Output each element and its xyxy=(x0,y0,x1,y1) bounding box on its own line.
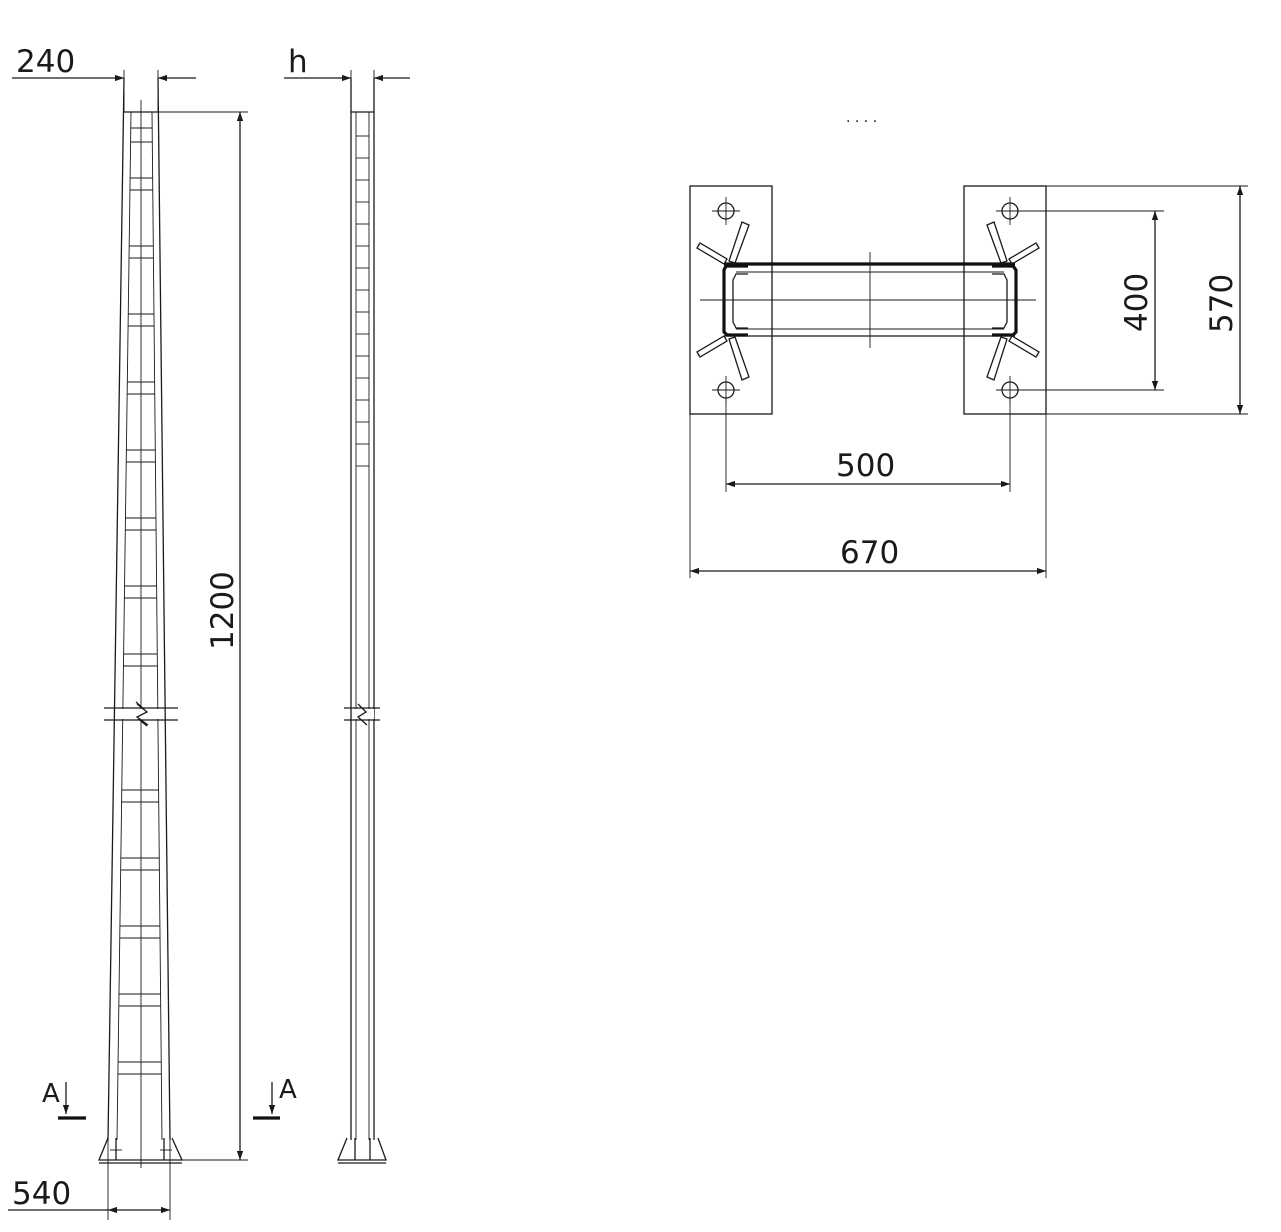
plan-bolt-holes xyxy=(712,197,1024,404)
dim-profile-depth: h xyxy=(284,44,410,112)
dim-bolt-spacing-x: 500 xyxy=(725,398,1011,492)
dim-top-width: 240 xyxy=(12,44,196,112)
dim-height-label: 1200 xyxy=(205,571,241,650)
dim-height: 1200 xyxy=(158,111,248,1161)
front-base-plate xyxy=(98,1137,184,1164)
dim-overall-width-label: 670 xyxy=(840,535,899,571)
dim-plate-height-label: 570 xyxy=(1204,274,1240,333)
plan-view: . . . . xyxy=(689,110,1248,578)
side-view: h xyxy=(284,44,410,1164)
dim-profile-depth-label: h xyxy=(288,44,308,80)
side-base-plate xyxy=(337,1137,387,1164)
section-mark-right: A xyxy=(253,1075,297,1120)
section-mark-left: A xyxy=(42,1079,86,1120)
dim-bolt-spacing-y: 400 xyxy=(1018,210,1164,391)
side-break-symbol xyxy=(344,703,380,726)
section-mark-right-label: A xyxy=(279,1075,297,1105)
front-lacing xyxy=(117,127,162,1075)
plan-caption: . . . . xyxy=(846,110,877,126)
dim-base-width: 540 xyxy=(8,1140,171,1220)
dim-bolt-spacing-y-label: 400 xyxy=(1119,273,1155,332)
front-view: 240 1200 540 A A xyxy=(8,44,297,1220)
front-inner-right-edge xyxy=(151,111,163,1141)
side-lacing-ticks xyxy=(356,135,369,467)
dim-base-width-label: 540 xyxy=(12,1176,71,1212)
dim-top-width-label: 240 xyxy=(16,44,75,80)
front-inner-left-edge xyxy=(116,111,132,1141)
bolt-hole-top-left xyxy=(712,197,740,225)
front-outer-right-edge xyxy=(157,77,171,1141)
dim-plate-height: 570 xyxy=(1046,185,1248,415)
front-break-symbol xyxy=(104,701,178,727)
dim-bolt-spacing-x-label: 500 xyxy=(836,448,895,484)
section-mark-left-label: A xyxy=(42,1079,60,1109)
front-outer-left-edge xyxy=(107,77,125,1141)
plan-anchor-bars xyxy=(696,221,1040,381)
plan-column-section xyxy=(700,252,1036,348)
dim-overall-width: 670 xyxy=(689,414,1047,578)
